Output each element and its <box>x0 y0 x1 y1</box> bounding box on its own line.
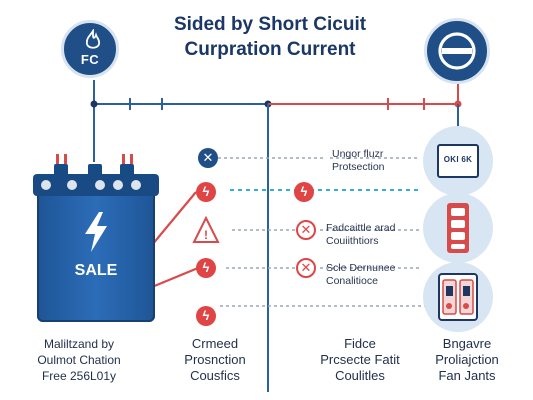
x-icon: ✕ <box>198 148 218 168</box>
row-label-line: Fadcaittle arad <box>326 222 396 234</box>
caption-line: Fan Jants <box>438 368 496 383</box>
minus-circle-icon <box>438 32 476 70</box>
row-label-line: Scle Dernunee <box>326 262 396 274</box>
caption-line: Fidce <box>344 336 376 351</box>
caption-line: Cousfics <box>190 368 240 383</box>
right-badge <box>424 18 490 84</box>
switch-panel-icon <box>438 273 478 321</box>
bottom-caption-4: Bngavre Proliajction Fan Jants <box>408 336 526 384</box>
row-label: Scle Dernunee Conalitioce <box>326 262 395 288</box>
svg-text:!: ! <box>204 228 208 242</box>
x-icon: ✕ <box>296 220 316 240</box>
fuse-stack-icon <box>447 203 469 253</box>
battery-terminal <box>54 164 68 176</box>
caption-line: Coulitles <box>335 368 385 383</box>
cap-vent-icon <box>113 180 123 190</box>
bottom-caption-2: Crmeed Prosnction Cousfics <box>160 336 270 384</box>
right-panel-switch <box>423 262 493 332</box>
panel-text: OKI 6K <box>443 155 473 164</box>
bottom-caption-3: Fidce Prcsecte Fatit Coulitles <box>300 336 420 384</box>
right-panel-fuse <box>423 193 493 263</box>
row-label-line: Ungor fluzr <box>332 148 384 160</box>
title-line-2: Curpration Current <box>184 39 356 60</box>
caption-line: Maliltzand by <box>43 337 115 351</box>
battery: SALE <box>33 174 159 322</box>
fault-icon: ϟ <box>196 306 216 326</box>
cap-vent-icon <box>41 180 51 190</box>
circuit-board-icon: OKI 6K <box>437 144 479 178</box>
row-label: Fadcaittle arad Couiithtiors <box>326 222 395 248</box>
caption-line: Bngavre <box>442 336 492 351</box>
caption-line: Crmeed <box>191 336 239 351</box>
lightning-icon: ϟ <box>196 182 216 202</box>
cap-vent-icon <box>95 180 105 190</box>
diagram-title: Sided by Short Cicuit Curpration Current <box>120 12 420 62</box>
caption-line: Proliajction <box>435 352 499 367</box>
row-label-line: Protsection <box>332 161 385 173</box>
fault-icon: ϟ <box>196 258 216 278</box>
row-label-line: Couiithtiors <box>326 235 379 247</box>
battery-cap <box>33 174 159 196</box>
caption-line: Prcsecte Fatit <box>320 352 400 367</box>
warning-triangle-icon <box>192 215 220 243</box>
junction-dot <box>90 100 98 108</box>
row-label-line: Conalitioce <box>326 275 378 287</box>
title-line-1: Sided by Short Cicuit <box>173 14 367 35</box>
caption-line: Free 256L01y <box>41 369 117 383</box>
fc-badge: FC <box>61 20 119 78</box>
cap-vent-icon <box>67 180 77 190</box>
lightning-bolt-icon <box>85 212 107 252</box>
bottom-caption-1: Maliltzand by Oulmot Chation Free 256L01… <box>14 336 144 384</box>
x-icon: ✕ <box>296 258 316 278</box>
lightning-icon: ϟ <box>294 182 314 202</box>
row-label: Ungor fluzr Protsection <box>332 148 385 174</box>
battery-terminal <box>88 164 102 176</box>
caption-line: Oulmot Chation <box>37 353 121 367</box>
cap-vent-icon <box>131 180 141 190</box>
battery-label: SALE <box>74 262 118 279</box>
battery-terminal <box>120 164 134 176</box>
flame-icon <box>85 29 101 49</box>
caption-line: Prosnction <box>184 352 246 367</box>
right-panel-circuit: OKI 6K <box>423 126 493 196</box>
fc-badge-text: FC <box>80 52 100 67</box>
